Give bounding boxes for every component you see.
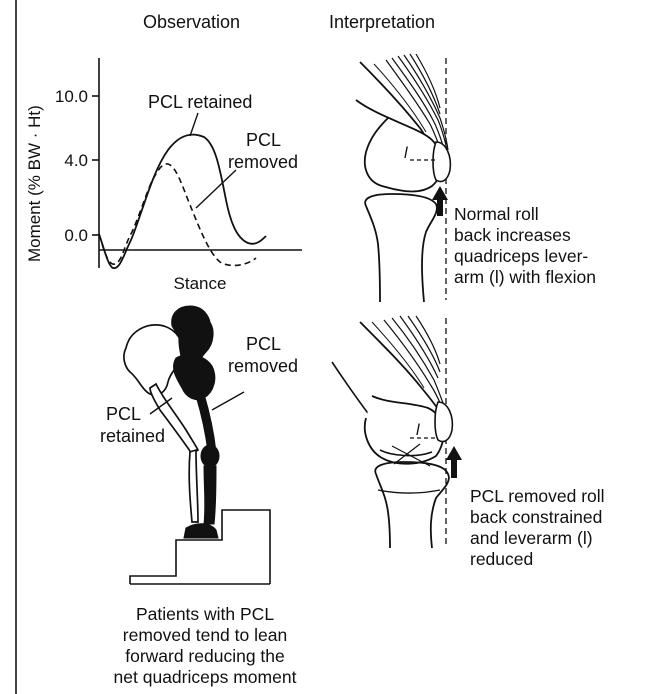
- pcl-removed-annotation-1: PCL: [246, 130, 281, 150]
- knee-top-caption-line: Normal roll: [454, 204, 596, 225]
- knee-bottom-caption-line: and leverarm (l): [470, 528, 605, 549]
- y-tick-label-10: 10.0: [55, 87, 88, 106]
- stair-steps: [130, 510, 270, 584]
- pcl-retained-annotation: PCL retained: [148, 92, 252, 112]
- knee-top-caption: Normal roll back increases quadriceps le…: [454, 204, 596, 288]
- x-axis-label: Stance: [174, 274, 227, 293]
- knee-bottom-caption: PCL removed roll back constrained and le…: [470, 486, 605, 570]
- knee-top-lever-label: l: [404, 145, 408, 162]
- y-tick-label-0: 0.0: [64, 226, 88, 245]
- bottom-caption-line: forward reducing the: [80, 646, 330, 667]
- knee-top-caption-line: back increases: [454, 225, 596, 246]
- knee-bottom-caption-line: reduced: [470, 549, 605, 570]
- knee-top-illustration: [356, 54, 450, 302]
- pcl-retained-pointer: [190, 113, 198, 136]
- pcl-removed-annotation-2: removed: [228, 152, 298, 172]
- skeleton-pcl-retained-label-2: retained: [100, 426, 165, 446]
- skeleton-pcl-retained-label-1: PCL: [106, 404, 141, 424]
- knee-bottom-illustration: [332, 316, 462, 548]
- bottom-caption-line: removed tend to lean: [80, 625, 330, 646]
- bottom-caption: Patients with PCL removed tend to lean f…: [80, 604, 330, 688]
- pcl-removed-skeleton-pointer: [212, 392, 244, 410]
- bottom-caption-line: Patients with PCL: [80, 604, 330, 625]
- knee-top-caption-line: arm (l) with flexion: [454, 267, 596, 288]
- knee-top-caption-line: quadriceps lever-: [454, 246, 596, 267]
- y-tick-label-4: 4.0: [64, 151, 88, 170]
- skeleton-pcl-removed-label-1: PCL: [246, 334, 281, 354]
- knee-bottom-caption-line: back constrained: [470, 507, 605, 528]
- bottom-caption-line: net quadriceps moment: [80, 667, 330, 688]
- y-axis-label: Moment (% BW · Ht): [25, 105, 44, 262]
- knee-bottom-lever-label: l: [416, 422, 420, 439]
- knee-bottom-caption-line: PCL removed roll: [470, 486, 605, 507]
- skeleton-pcl-removed-label-2: removed: [228, 356, 298, 376]
- pcl-removed-pointer: [196, 170, 236, 208]
